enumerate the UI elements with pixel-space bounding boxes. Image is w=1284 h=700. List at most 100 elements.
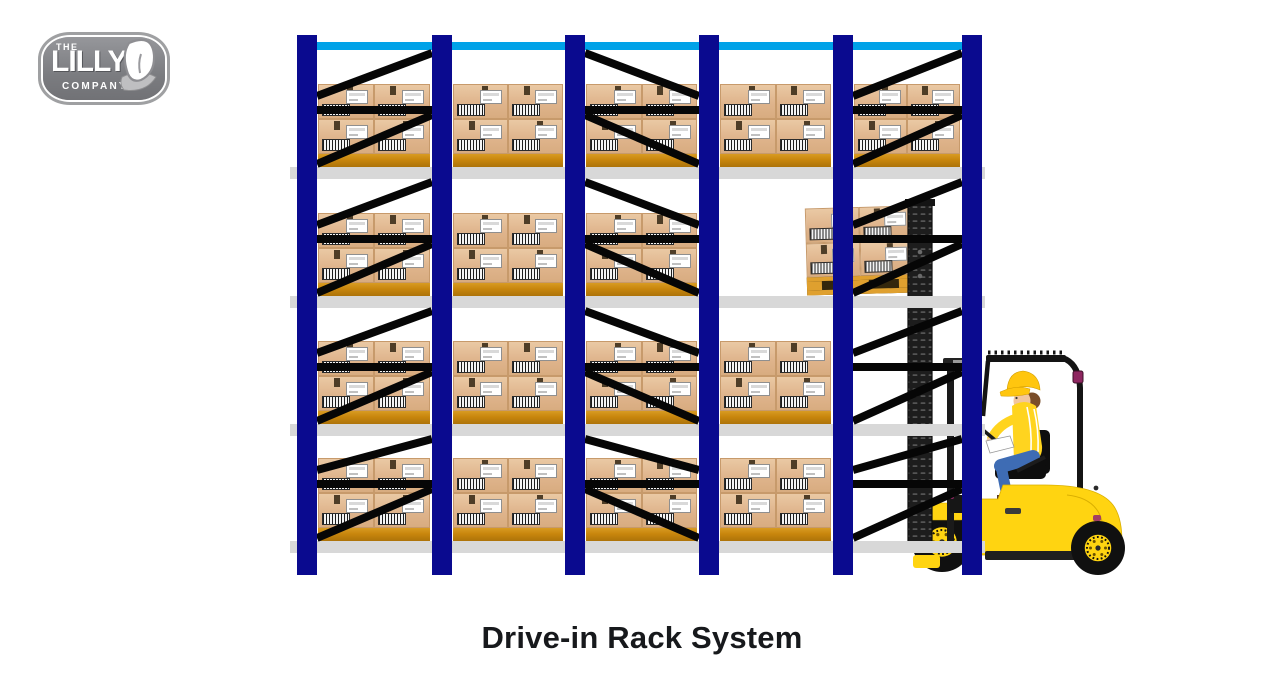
cardboard-box — [318, 84, 374, 119]
cardboard-box — [641, 84, 697, 119]
box-shipping-label — [346, 254, 368, 268]
pallet-stack — [453, 84, 563, 167]
box-tape-mark — [735, 495, 742, 504]
forklift-driver — [986, 370, 1046, 506]
cardboard-box — [641, 341, 697, 376]
shelf-beam-1 — [290, 167, 985, 179]
box-shipping-label — [402, 254, 424, 268]
box-barcode-label — [457, 396, 485, 408]
pallet-block — [852, 279, 870, 290]
box-barcode-label — [322, 139, 350, 151]
box-shipping-label — [480, 464, 502, 478]
cardboard-box — [453, 376, 508, 411]
cardboard-box — [775, 493, 831, 528]
lily-flower-icon — [120, 38, 157, 91]
pallet — [586, 283, 697, 296]
box-tape-mark — [468, 378, 475, 387]
box-shipping-label — [535, 254, 557, 268]
box-shipping-label — [669, 499, 691, 513]
pallet-stack — [720, 341, 831, 424]
box-shipping-label — [346, 347, 368, 361]
box-barcode-label — [512, 233, 540, 245]
box-tape-mark — [791, 460, 798, 469]
box-shipping-label — [613, 219, 636, 233]
box-barcode-label — [645, 233, 674, 245]
logo-text-company: COMPANY — [62, 81, 128, 92]
cardboard-box — [508, 84, 563, 119]
box-shipping-label — [879, 125, 901, 139]
cardboard-box — [586, 493, 642, 528]
box-barcode-label — [457, 513, 485, 525]
box-shipping-label — [346, 382, 368, 396]
box-shipping-label — [932, 125, 954, 139]
cardboard-box — [508, 119, 563, 154]
chassis — [985, 551, 1091, 560]
cardboard-box — [374, 493, 430, 528]
box-barcode-label — [590, 396, 618, 408]
box-barcode-label — [378, 478, 406, 490]
body-bolt — [1093, 485, 1099, 491]
box-barcode-label — [858, 139, 886, 151]
cardboard-box — [453, 248, 508, 283]
box-shipping-label — [402, 125, 424, 139]
box-tape-mark — [601, 378, 608, 387]
cardboard-box — [374, 119, 430, 154]
box-barcode-label — [512, 478, 540, 490]
box-barcode-label — [378, 139, 406, 151]
box-barcode-label — [724, 104, 752, 116]
pallet — [318, 411, 430, 424]
cardboard-box — [374, 458, 430, 493]
cardboard-box — [854, 84, 907, 119]
box-shipping-label — [669, 464, 691, 478]
cardboard-box — [586, 213, 642, 248]
box-barcode-label — [645, 139, 674, 151]
cardboard-box — [775, 458, 831, 493]
box-tape-mark — [922, 86, 929, 95]
box-shipping-label — [346, 125, 368, 139]
box-barcode-label — [512, 361, 540, 373]
box-shipping-label — [613, 499, 636, 513]
box-barcode-label — [645, 361, 674, 373]
seat-belt — [1016, 455, 1046, 473]
cardboard-box — [775, 341, 831, 376]
box-shipping-label — [669, 254, 691, 268]
box-barcode-label — [322, 104, 350, 116]
box-shipping-label — [346, 219, 368, 233]
pallet — [453, 283, 563, 296]
pallet — [318, 154, 430, 167]
rack-post-4 — [699, 35, 719, 575]
box-tape-mark — [657, 86, 664, 95]
box-barcode-label — [645, 396, 674, 408]
pallet — [720, 154, 831, 167]
box-tape-mark — [791, 86, 798, 95]
cardboard-box — [508, 341, 563, 376]
cardboard-box — [775, 376, 831, 411]
box-tape-mark — [791, 343, 798, 352]
box-barcode-label — [858, 104, 886, 116]
cardboard-box — [453, 213, 508, 248]
pallet-stack — [586, 341, 697, 424]
box-barcode-label — [645, 104, 674, 116]
box-barcode-label — [779, 478, 808, 490]
box-barcode-label — [322, 233, 350, 245]
box-barcode-label — [512, 139, 540, 151]
cardboard-box — [453, 119, 508, 154]
box-tape-mark — [334, 121, 341, 130]
box-barcode-label — [512, 268, 540, 280]
box-barcode-label — [590, 361, 618, 373]
box-shipping-label — [346, 464, 368, 478]
box-barcode-label — [590, 104, 618, 116]
cardboard-box — [720, 119, 776, 154]
cardboard-box — [508, 458, 563, 493]
box-tape-mark — [657, 343, 664, 352]
lilly-company-logo: THE LILLY COMPANY — [38, 32, 170, 105]
driver-thigh — [994, 450, 1040, 473]
box-barcode-label — [457, 139, 485, 151]
box-tape-mark — [523, 343, 530, 352]
box-shipping-label — [402, 382, 424, 396]
box-tape-mark — [468, 250, 475, 259]
box-shipping-label — [346, 499, 368, 513]
box-barcode-label — [779, 139, 808, 151]
pallet-stack — [586, 213, 697, 296]
box-shipping-label — [613, 90, 636, 104]
